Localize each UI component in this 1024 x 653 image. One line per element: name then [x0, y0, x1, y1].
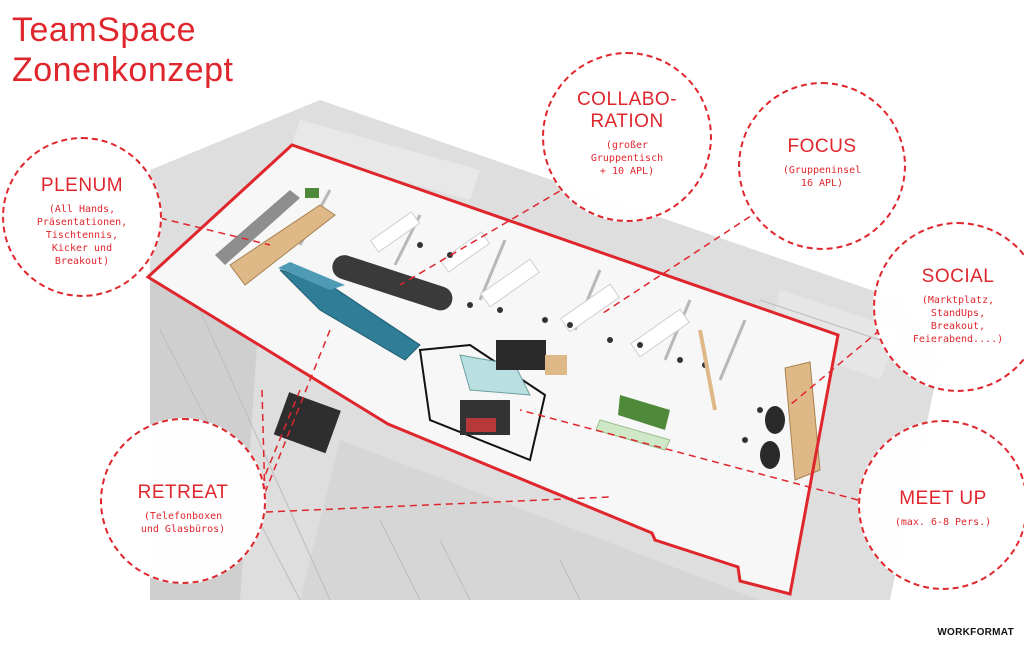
- zone-plenum-bubble: PLENUM (All Hands, Präsentationen, Tisch…: [2, 137, 162, 297]
- zone-focus-title: FOCUS: [787, 136, 857, 157]
- teal-room-top: [278, 262, 345, 290]
- zone-collaboration-title: COLLABO- RATION: [576, 89, 678, 132]
- zone-collaboration-bubble: COLLABO- RATION (großer Gruppentisch + 1…: [542, 52, 712, 222]
- zone-meetup-desc: (max. 6-8 Pers.): [894, 517, 992, 528]
- meetup-table: [765, 406, 785, 434]
- leader-meetup: [519, 409, 859, 501]
- zone-retreat-title: RETREAT: [137, 482, 229, 503]
- zone-social-title: SOCIAL: [921, 266, 995, 287]
- wood-stair: [545, 355, 567, 375]
- neighbor-top: [290, 120, 480, 200]
- retreat-dark-box: [273, 392, 341, 454]
- title-teamspace: TeamSpace: [12, 11, 197, 49]
- zone-focus-desc: (Gruppeninsel 16 APL): [782, 165, 862, 189]
- title-zonenkonzept: Zonenkonzept: [12, 51, 234, 89]
- planter: [618, 395, 670, 430]
- zone-meetup-bubble: MEET UP (max. 6-8 Pers.): [858, 420, 1024, 590]
- leader-retreat-4: [265, 496, 611, 513]
- zone-boundary: [145, 143, 840, 596]
- zone-plenum-title: PLENUM: [40, 175, 124, 196]
- plenum-sofa: [215, 190, 300, 265]
- zone-retreat-bubble: RETREAT (Telefonboxen und Glasbüros): [100, 418, 266, 584]
- leader-collab: [399, 184, 571, 286]
- glass-office: [418, 343, 547, 462]
- focus-desks: [369, 211, 690, 358]
- leader-plenum: [159, 217, 271, 246]
- leader-focus: [599, 209, 761, 316]
- plenum-plants: [305, 188, 319, 198]
- zone-meetup-title: MEET UP: [899, 488, 987, 509]
- social-bench: [595, 419, 671, 451]
- zone-focus-bubble: FOCUS (Gruppeninsel 16 APL): [738, 82, 906, 250]
- zone-social-bubble: SOCIAL (Marktplatz, StandUps, Breakout, …: [873, 222, 1024, 392]
- dark-block: [496, 340, 546, 370]
- zone-plenum-desc: (All Hands, Präsentationen, Tischtennis,…: [36, 204, 128, 267]
- leader-retreat-1: [261, 389, 266, 501]
- leader-social: [789, 329, 881, 406]
- zone-collaboration-desc: (großer Gruppentisch + 10 APL): [590, 140, 664, 177]
- wood-rail: [698, 329, 717, 411]
- phone-box-red: [466, 418, 496, 432]
- social-counter: [784, 361, 821, 481]
- zone-retreat-desc: (Telefonboxen und Glasbüros): [140, 511, 226, 535]
- meetup-table-2: [760, 441, 780, 469]
- leader-retreat-3: [261, 329, 331, 501]
- neighbor-bottom: [300, 440, 760, 600]
- brand-logo: WORKFORMAT: [937, 627, 1014, 638]
- zone-social-desc: (Marktplatz, StandUps, Breakout, Feierab…: [912, 295, 1004, 345]
- plenum-stage: [229, 204, 336, 286]
- collab-table: [332, 255, 453, 311]
